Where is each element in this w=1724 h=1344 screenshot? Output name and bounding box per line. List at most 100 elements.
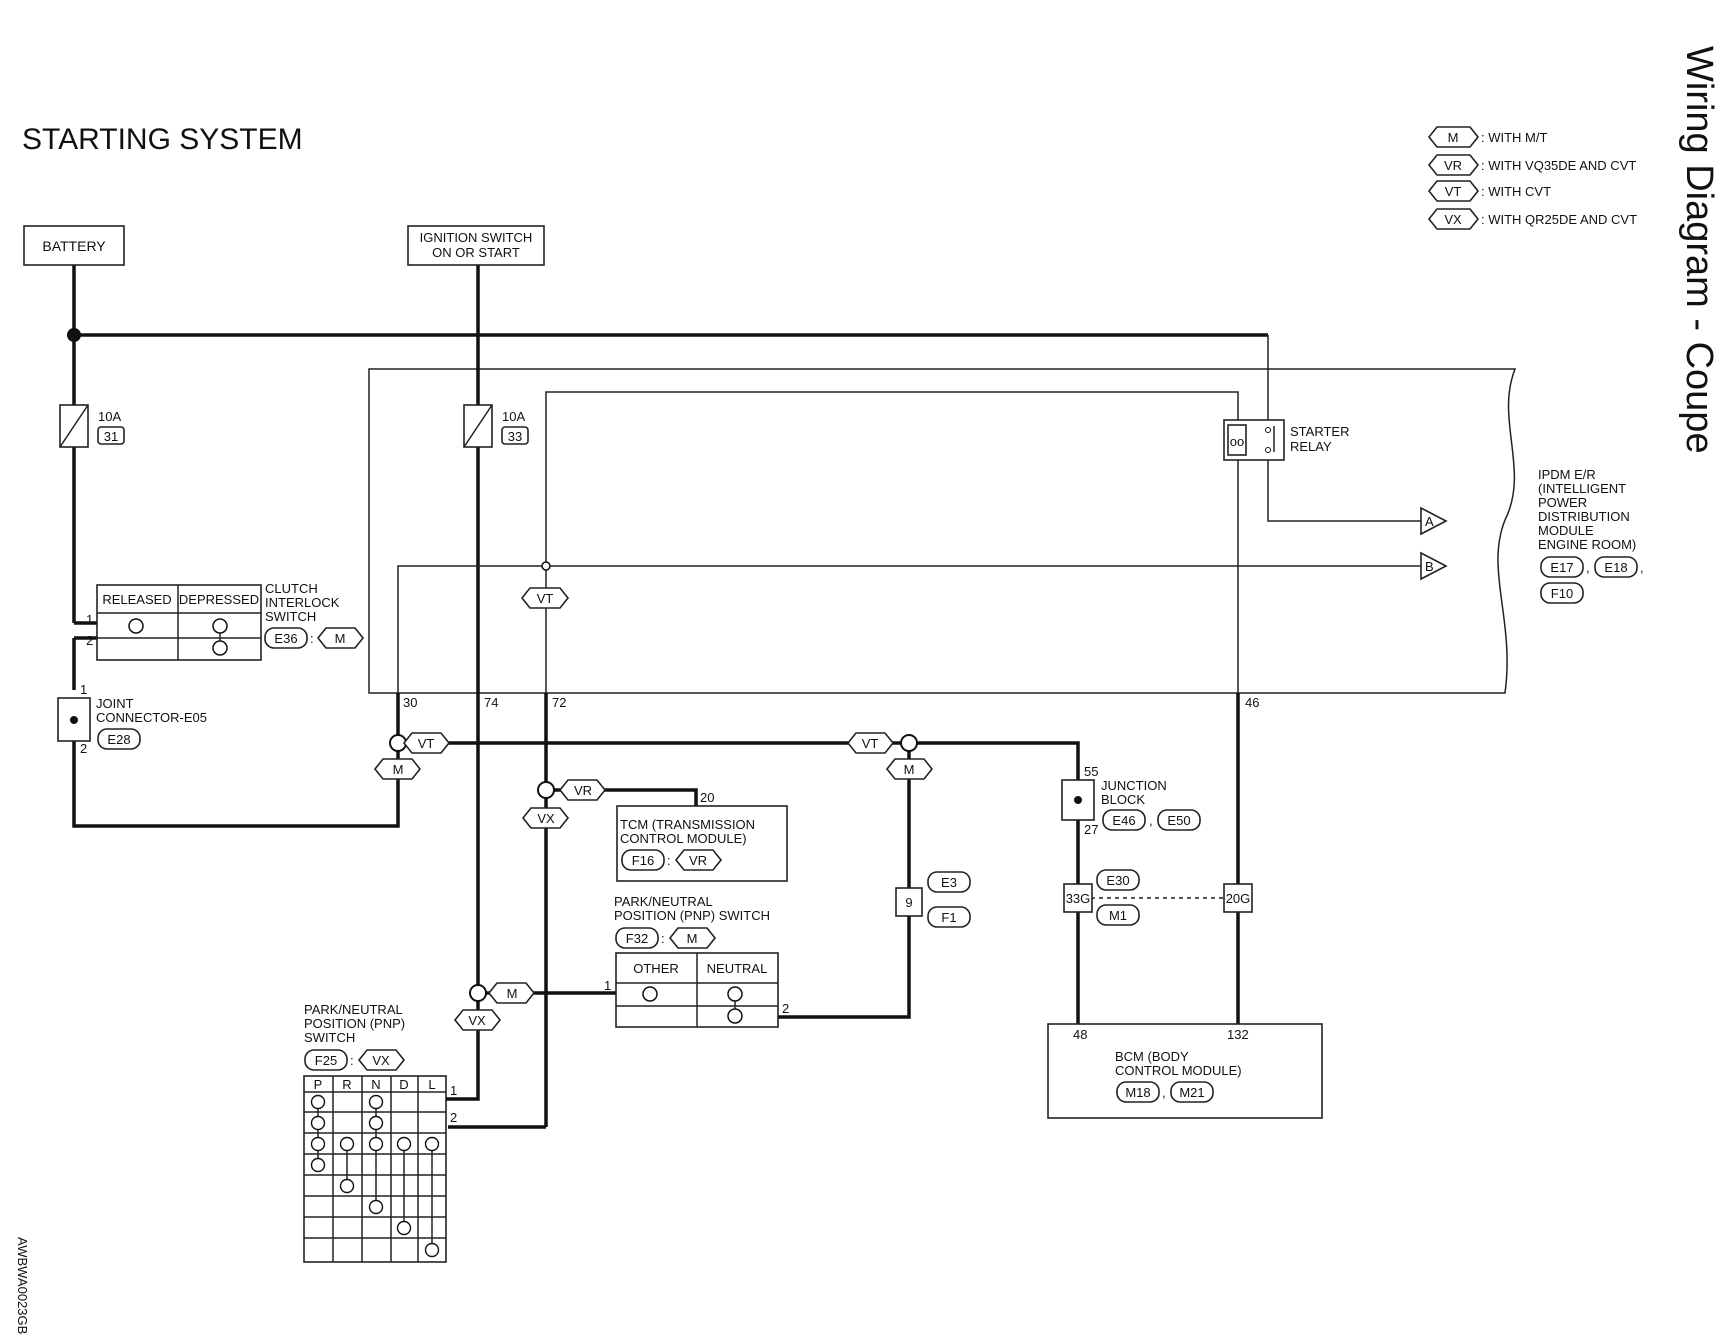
svg-text:M: M (335, 631, 346, 646)
tcm-conn: F16 (632, 853, 654, 868)
clutch-label-3: SWITCH (265, 609, 316, 624)
tag-vt-ipdm (520, 587, 570, 609)
battery-label: BATTERY (42, 238, 106, 254)
legend-tag-vt (1427, 180, 1480, 202)
legend-text-vx: : WITH QR25DE AND CVT (1481, 212, 1637, 227)
svg-text:2: 2 (80, 741, 87, 756)
svg-text:55: 55 (1084, 764, 1098, 779)
tag-m-right (885, 758, 934, 780)
tcm-label-1: TCM (TRANSMISSION (620, 817, 755, 832)
svg-text::: : (667, 853, 671, 868)
svg-text::: : (350, 1053, 354, 1068)
svg-text:oo: oo (1230, 434, 1244, 449)
svg-text:VX: VX (537, 811, 555, 826)
junction-label-2: BLOCK (1101, 792, 1145, 807)
pnp-switch-m (615, 952, 779, 1028)
legend-text-vt: : WITH CVT (1481, 184, 1551, 199)
pnp-vx-label-2: POSITION (PNP) (304, 1016, 405, 1031)
bcm-conn-m21: M21 (1179, 1085, 1204, 1100)
vt-splice-inner (541, 561, 551, 571)
svg-text:VT: VT (862, 736, 879, 751)
svg-text:2: 2 (86, 633, 93, 648)
ipdm-pin-30: 30 (403, 695, 417, 710)
arrow-b (1420, 551, 1448, 581)
junction-conn-e50: E50 (1167, 813, 1190, 828)
tcm-label-2: CONTROL MODULE) (620, 831, 747, 846)
wire-e3-to-pnp-m-pin2 (778, 916, 911, 1019)
starter-relay: oo (1223, 419, 1285, 461)
wire-pnp-vx-pin1 (448, 1097, 480, 1101)
pnp-m-label-1: PARK/NEUTRAL (614, 894, 713, 909)
wire-to-arrow-a (1267, 459, 1421, 522)
connector-33g (1063, 883, 1093, 913)
svg-text:VR: VR (1444, 158, 1462, 173)
svg-text:A: A (1425, 514, 1434, 529)
ipdm-pin-72: 72 (552, 695, 566, 710)
pnp-vx-label-3: SWITCH (304, 1030, 355, 1045)
pnp-m-conn: F32 (626, 931, 648, 946)
svg-text:L: L (428, 1077, 435, 1092)
splice-pin72 (537, 781, 555, 799)
diagram-title: STARTING SYSTEM (22, 123, 303, 156)
svg-text:VX: VX (1444, 212, 1462, 227)
svg-text:D: D (399, 1077, 408, 1092)
ipdm-enclosure (368, 368, 1517, 694)
svg-text:MODULE: MODULE (1538, 523, 1594, 538)
ipdm-pin-46: 46 (1245, 695, 1259, 710)
svg-text:VR: VR (689, 853, 707, 868)
svg-text::: : (661, 931, 665, 946)
tcm-box (616, 805, 788, 882)
svg-text:E17: E17 (1550, 560, 1573, 575)
splice-right (900, 734, 918, 752)
fuse-33-num: 33 (508, 429, 522, 444)
conn-e3: E3 (941, 875, 957, 890)
bcm-conn-m18: M18 (1125, 1085, 1150, 1100)
svg-text:P: P (314, 1077, 323, 1092)
bcm-label-1: BCM (BODY (1115, 1049, 1189, 1064)
svg-text:R: R (342, 1077, 351, 1092)
legend-tag-m (1427, 126, 1480, 148)
svg-text:33G: 33G (1066, 891, 1091, 906)
connector-20g (1223, 883, 1253, 913)
legend-tag-vr (1427, 154, 1480, 176)
svg-text:VX: VX (372, 1053, 390, 1068)
bcm-pin-132: 132 (1227, 1027, 1249, 1042)
splice-pin74 (469, 984, 487, 1002)
clutch-label-1: CLUTCH (265, 581, 318, 596)
tcm-pin: 20 (700, 790, 714, 805)
junction-label-1: JUNCTION (1101, 778, 1167, 793)
tag-vt-right (846, 732, 895, 754)
svg-text:,: , (1586, 560, 1590, 575)
wire-joint-to-m-splice (72, 741, 400, 828)
ipdm-pin-74: 74 (484, 695, 498, 710)
svg-text:N: N (371, 1077, 380, 1092)
svg-text:M: M (1448, 130, 1459, 145)
svg-text:VT: VT (537, 591, 554, 606)
relay-label-1: STARTER (1290, 424, 1349, 439)
clutch-label-2: INTERLOCK (265, 595, 340, 610)
svg-text:VT: VT (1445, 184, 1462, 199)
ignition-label-2: ON OR START (432, 245, 520, 260)
pnp-vx-conn: F25 (315, 1053, 337, 1068)
svg-text:2: 2 (450, 1110, 457, 1125)
svg-text:POWER: POWER (1538, 495, 1587, 510)
clutch-interlock-switch (96, 584, 262, 661)
svg-text:1: 1 (80, 682, 87, 697)
pnp-m-neutral: NEUTRAL (707, 961, 768, 976)
fuse-31-amp: 10A (98, 409, 121, 424)
svg-text:F10: F10 (1551, 586, 1573, 601)
conn-e30: E30 (1106, 873, 1129, 888)
wire-to-junction (905, 741, 1080, 780)
battery-box (23, 225, 125, 266)
legend-text-m: : WITH M/T (1481, 130, 1547, 145)
svg-text:(INTELLIGENT: (INTELLIGENT (1538, 481, 1626, 496)
tag-vt-left (402, 732, 451, 754)
tag-vx-pin74 (453, 1009, 502, 1031)
wire-relay-coil-feed (545, 391, 1239, 566)
svg-text:27: 27 (1084, 822, 1098, 837)
svg-text:,: , (1640, 560, 1644, 575)
svg-text:1: 1 (86, 612, 93, 627)
svg-text:,: , (1149, 813, 1153, 828)
